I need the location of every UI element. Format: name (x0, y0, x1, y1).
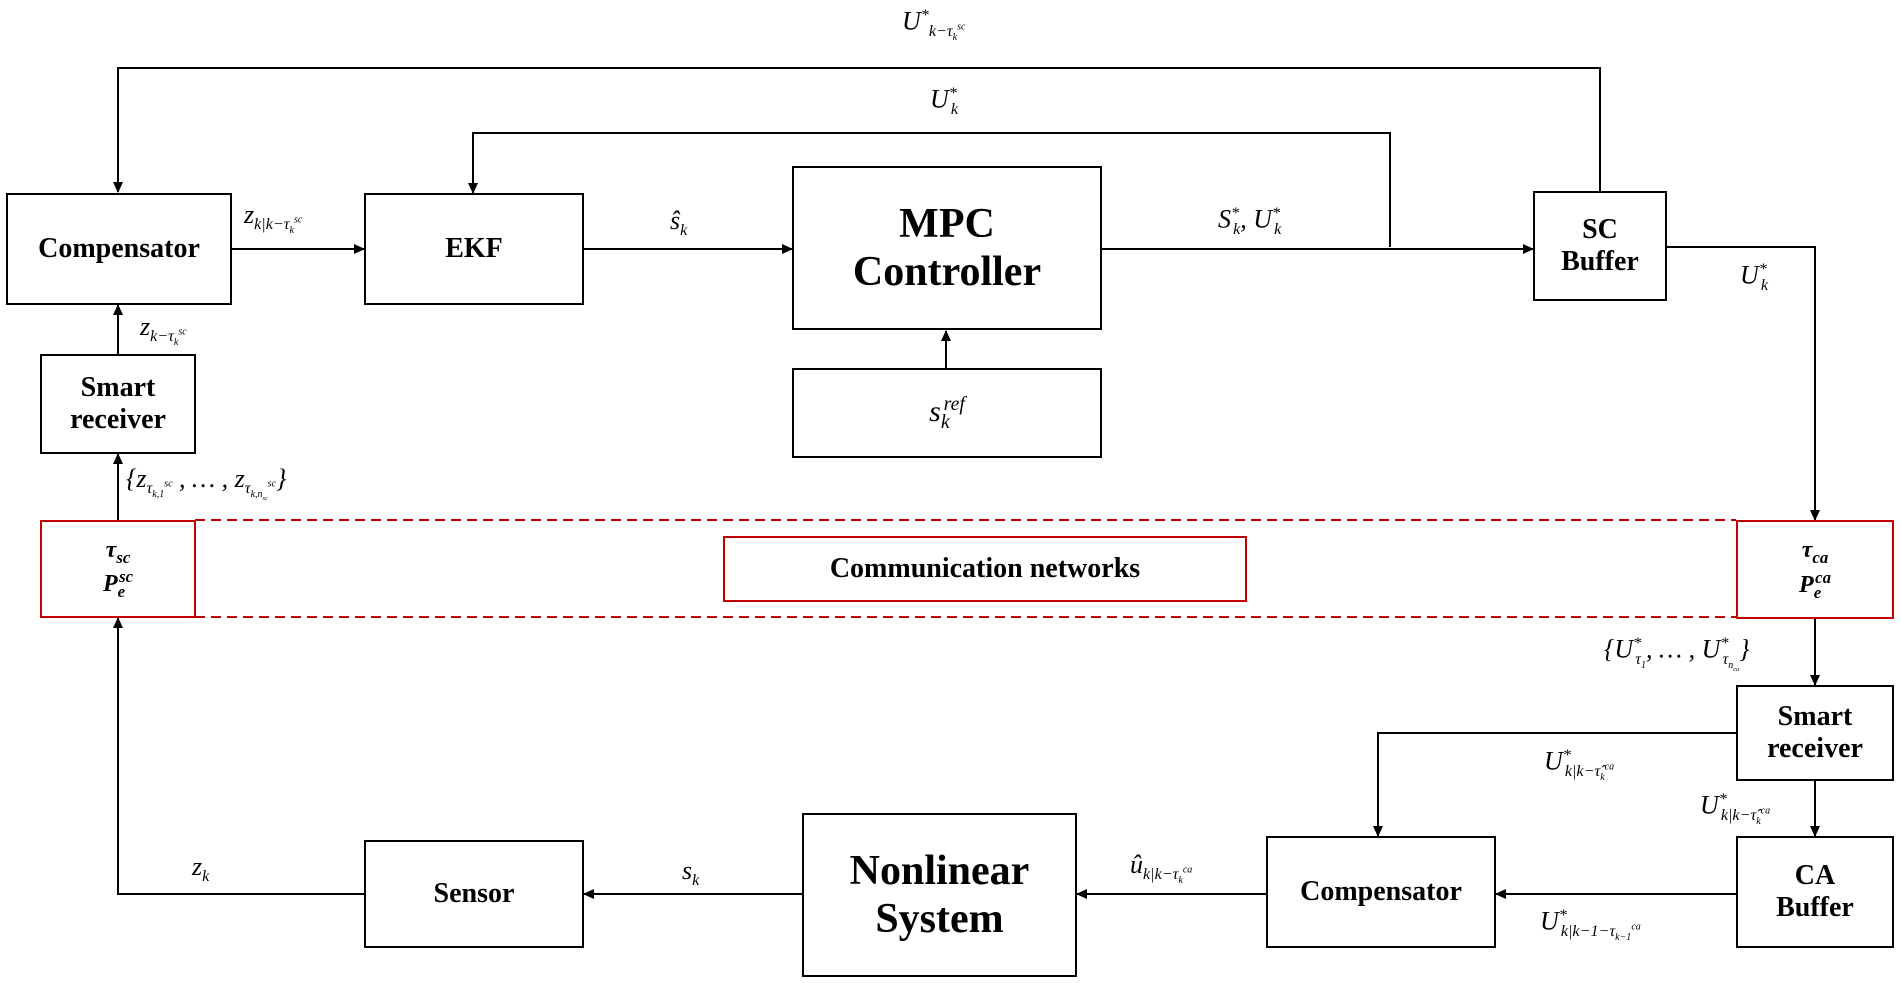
label-z-receiver: zk−τksc (140, 312, 187, 349)
compensator-top-label: Compensator (38, 233, 200, 264)
label-u-top: U*k−τksc (902, 6, 966, 44)
sc-buffer-label-line1: SC (1582, 213, 1618, 245)
pe-sc-line: Pesc (102, 567, 134, 601)
line-junction-to-ekf (468, 132, 1391, 247)
label-u-comp-in: U*k|k−τ̂kca (1544, 746, 1615, 784)
line-receiver-to-compensator-bottom (1373, 732, 1736, 837)
smart-receiver-left-line1: Smart (80, 371, 156, 403)
mpc-label-line2: Controller (852, 249, 1042, 295)
ca-buffer-label-line1: CA (1794, 859, 1836, 891)
communication-networks-block: Communication networks (723, 536, 1247, 602)
sensor-label: Sensor (433, 878, 515, 909)
label-u-right: U*k (1740, 260, 1768, 294)
label-u-hat: ûk|k−τkca (1130, 850, 1193, 887)
label-u-ca-out: U*k|k−1−τk−1ca (1540, 906, 1641, 944)
line-sensor-to-tausc (113, 617, 364, 895)
line-sc-to-compensator (113, 67, 1601, 193)
compensator-top-block: Compensator (6, 193, 232, 305)
nonlinear-system-block: Nonlinear System (802, 813, 1077, 977)
smart-receiver-right-line1: Smart (1777, 700, 1853, 732)
smart-receiver-left-line2: receiver (70, 404, 166, 435)
ekf-block: EKF (364, 193, 584, 305)
smart-receiver-right-block: Smart receiver (1736, 685, 1894, 781)
mpc-controller-block: MPC Controller (792, 166, 1102, 330)
mpc-label-line1: MPC (899, 200, 995, 247)
label-u-ca-in: U*k|k−τ̂kca (1700, 790, 1771, 828)
sref-block: skref (792, 368, 1102, 458)
label-z-k: zk (192, 852, 210, 886)
label-z-set: {zτk,1sc , … , zτk,nscsc} (126, 464, 287, 503)
pe-ca-line: Peca (1799, 567, 1831, 602)
sc-buffer-label-line2: Buffer (1561, 246, 1639, 277)
ca-buffer-label-line2: Buffer (1776, 892, 1854, 923)
nonlinear-system-line1: Nonlinear (849, 847, 1030, 894)
tau-ca-block: τca Peca (1736, 520, 1894, 619)
tau-sc-line: τsc (105, 536, 131, 567)
smart-receiver-left-block: Smart receiver (40, 354, 196, 454)
label-s-hat: ŝk (670, 206, 688, 240)
smart-receiver-right-line2: receiver (1767, 733, 1863, 764)
compensator-bottom-label: Compensator (1300, 876, 1462, 907)
label-s-u-star: S*k, U*k (1218, 204, 1282, 238)
label-u-second: U*k (930, 84, 958, 118)
label-u-set: {U*τ1, … , U*τnca} (1604, 634, 1750, 674)
sc-buffer-block: SC Buffer (1533, 191, 1667, 301)
tau-ca-line: τca (1801, 537, 1829, 568)
compensator-bottom-block: Compensator (1266, 836, 1496, 948)
ekf-label: EKF (445, 233, 503, 264)
ca-buffer-block: CA Buffer (1736, 836, 1894, 948)
sref-label: skref (929, 392, 965, 433)
nonlinear-system-line2: System (875, 896, 1004, 942)
label-z-comp-ekf: zk|k−τksc (244, 200, 303, 237)
sensor-block: Sensor (364, 840, 584, 948)
label-s-k: sk (682, 856, 700, 890)
tau-sc-block: τsc Pesc (40, 520, 196, 618)
communication-networks-label: Communication networks (829, 553, 1141, 584)
